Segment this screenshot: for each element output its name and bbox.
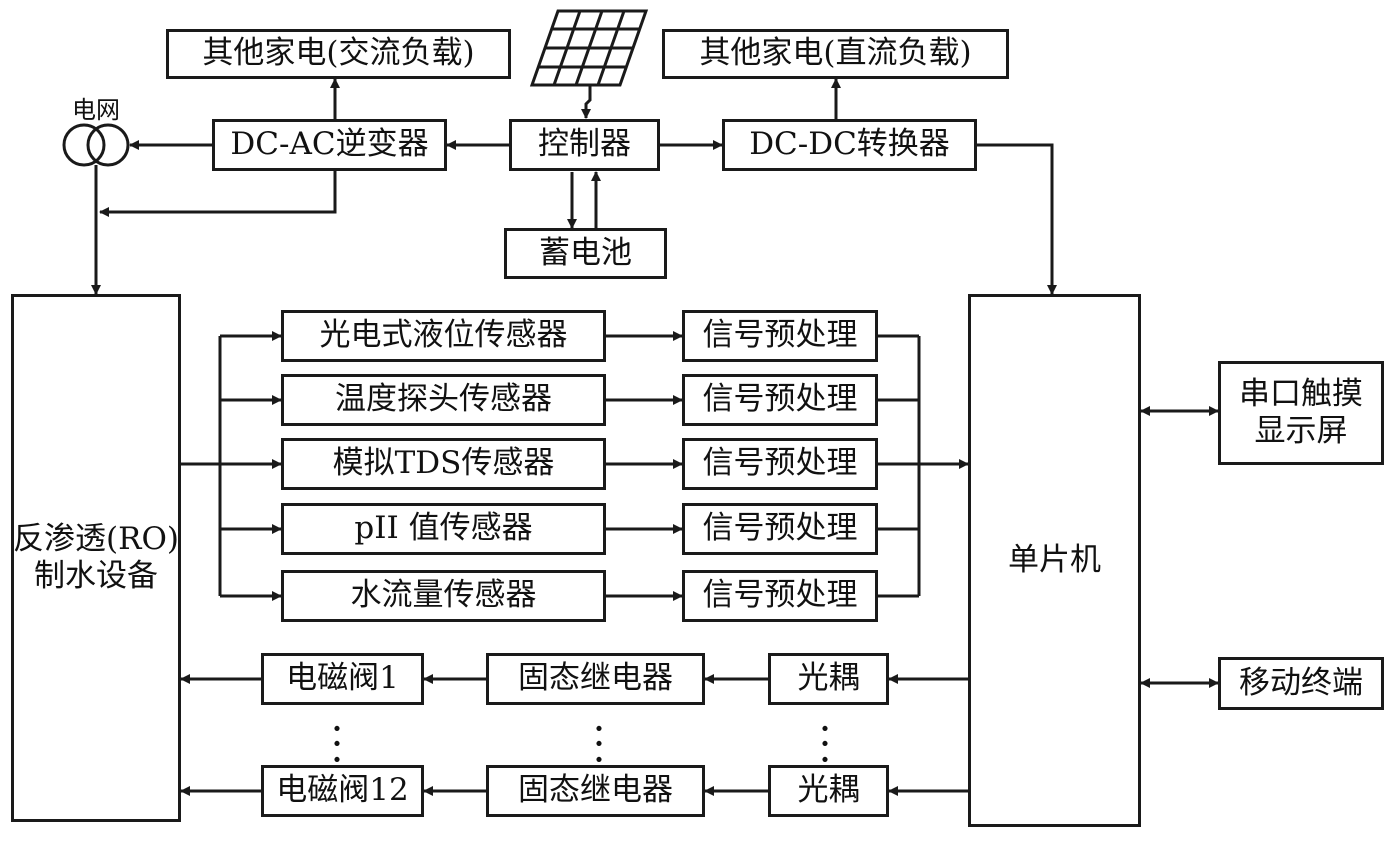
solenoid-valve-block: 电磁阀12 — [261, 765, 424, 817]
ro-water-device-block: 反渗透(RO) 制水设备 — [11, 294, 181, 822]
sensor-block: pII 值传感器 — [281, 503, 606, 555]
signal-preprocess-block: 信号预处理 — [682, 374, 878, 426]
signal-preprocess-block: 信号预处理 — [682, 438, 878, 490]
dc-load-block: 其他家电(直流负载) — [662, 29, 1009, 79]
sensor-block: 模拟TDS传感器 — [281, 438, 606, 490]
ac-load-block: 其他家电(交流负载) — [166, 29, 511, 79]
optocoupler-block: 光耦 — [768, 765, 889, 817]
solenoid-valve-block: 电磁阀1 — [261, 653, 424, 705]
mobile-terminal-block: 移动终端 — [1218, 657, 1384, 710]
signal-preprocess-block: 信号预处理 — [682, 570, 878, 622]
dcdc-converter-block: DC-DC转换器 — [722, 119, 977, 171]
grid-label: 电网 — [72, 96, 120, 124]
controller-block: 控制器 — [509, 119, 660, 171]
mcu-block: 单片机 — [968, 294, 1141, 827]
ellipsis-dots: ··· — [332, 712, 342, 776]
sensor-block: 水流量传感器 — [281, 570, 606, 622]
signal-preprocess-block: 信号预处理 — [682, 310, 878, 362]
signal-preprocess-block: 信号预处理 — [682, 503, 878, 555]
ro-label-line2: 制水设备 — [34, 558, 158, 594]
touch-label-line1: 串口触摸 — [1239, 375, 1363, 412]
solid-state-relay-block: 固态继电器 — [486, 765, 705, 817]
touch-display-block: 串口触摸 显示屏 — [1218, 361, 1384, 465]
sensor-block: 温度探头传感器 — [281, 374, 606, 426]
battery-block: 蓄电池 — [504, 228, 667, 279]
touch-label-line2: 显示屏 — [1254, 413, 1348, 449]
ellipsis-dots: ··· — [820, 712, 830, 776]
solid-state-relay-block: 固态继电器 — [486, 653, 705, 705]
sensor-block: 光电式液位传感器 — [281, 310, 606, 362]
inverter-block: DC-AC逆变器 — [212, 119, 447, 171]
ro-label-line1: 反渗透(RO) — [13, 520, 179, 557]
transformer-icon — [62, 123, 130, 167]
solar-panel-icon — [529, 9, 649, 87]
optocoupler-block: 光耦 — [768, 653, 889, 705]
ellipsis-dots: ··· — [594, 712, 604, 776]
